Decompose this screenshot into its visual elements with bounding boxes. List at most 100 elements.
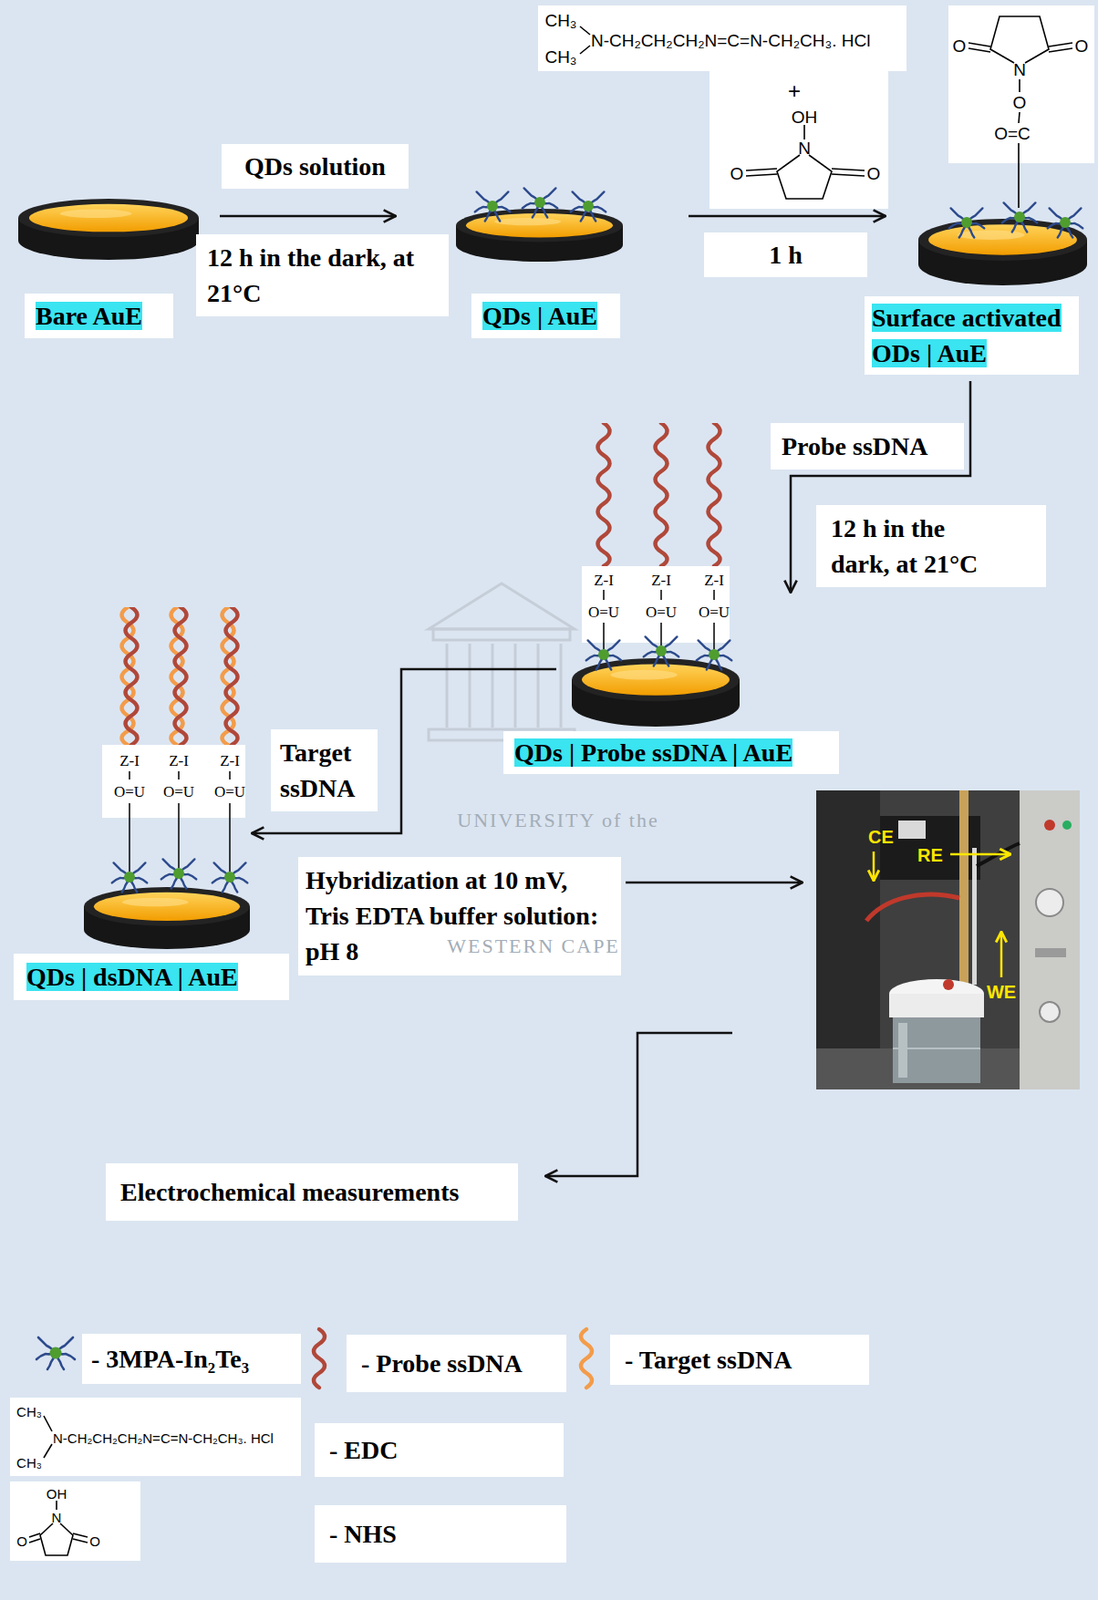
setup-photo	[816, 790, 1080, 1090]
linker-group: Z-I	[593, 572, 614, 589]
chem-atom: O	[1075, 37, 1089, 55]
linker-bond	[603, 590, 715, 601]
step-text: 12 h in the dark, at 21°C	[207, 243, 415, 308]
structure-panel	[538, 5, 907, 72]
step-text: Probe ssDNA	[781, 432, 928, 461]
quantum-dot	[696, 640, 733, 670]
watermark: WESTERN CAPE	[446, 936, 621, 957]
step-text: Surface activated ODs | AuE	[871, 303, 1062, 368]
setup-photo	[889, 994, 985, 1018]
dsdna	[122, 607, 239, 746]
step-box: QDs | AuE	[471, 293, 621, 339]
quantum-dot	[36, 187, 1083, 1370]
linker-group: Z-I	[651, 572, 672, 589]
watermark-logo	[428, 583, 575, 630]
linker-bond	[129, 771, 230, 780]
dsdna	[222, 607, 239, 746]
linker-group: O=U	[163, 784, 195, 800]
chem-atom: OH	[46, 1487, 68, 1502]
quantum-dot	[586, 640, 622, 670]
legend-text: - EDC	[329, 1436, 398, 1465]
dsdna	[122, 607, 138, 746]
chem-atom: O	[730, 165, 745, 183]
quantum-dot	[36, 1337, 75, 1370]
probe-ssdna	[598, 423, 611, 567]
flow-arrow	[688, 215, 886, 218]
setup-photo	[892, 1017, 981, 1084]
structure-panel	[10, 1481, 141, 1562]
chem-atom: N	[797, 139, 811, 157]
setup-photo	[816, 790, 1080, 1090]
chemical-bond	[803, 124, 806, 140]
structure-panel	[10, 5, 1095, 1562]
linker-group: Z-I	[704, 572, 725, 589]
chemical-bond	[745, 168, 777, 177]
setup-photo	[942, 979, 954, 991]
step-box: QDs solution	[221, 144, 409, 189]
gold-electrode	[83, 887, 250, 950]
setup-photo	[892, 1047, 981, 1050]
step-text: 12 h in the dark, at 21°C	[830, 514, 978, 579]
step-box: Surface activated ODs | AuE	[864, 296, 1079, 375]
callout-arrow	[1000, 932, 1004, 978]
step-text: QDs | Probe ssDNA | AuE	[514, 738, 793, 767]
watermark: UNIVERSITY of the	[456, 810, 659, 831]
chem-atom: N-CH₂CH₂CH₂N=C=N-CH₂CH₃. HCl	[590, 31, 871, 50]
step-text: QDs | dsDNA | AuE	[26, 963, 239, 992]
legend-text: - NHS	[329, 1520, 397, 1549]
probe-ssdna	[708, 423, 721, 567]
chemical-bond	[1048, 42, 1073, 52]
linker-bond	[129, 803, 230, 872]
plus-sign: +	[787, 80, 801, 103]
setup-photo	[1039, 1002, 1060, 1023]
chem-atom: O	[952, 37, 967, 55]
linker-group: Z-I	[119, 753, 140, 769]
linker-group: O=U	[214, 784, 246, 800]
step-text: 1 h	[768, 240, 803, 270]
setup-photo	[959, 790, 969, 987]
legend-item: - EDC	[314, 1423, 564, 1478]
watermark-logo	[428, 583, 575, 741]
step-text: Target ssDNA	[279, 738, 355, 803]
setup-photo	[898, 820, 926, 840]
chemical-bond	[72, 1533, 88, 1544]
quantum-dot	[949, 207, 985, 238]
electrode-callout: RE	[917, 846, 943, 865]
quantum-dot	[161, 859, 197, 889]
chem-atom: O	[16, 1534, 28, 1549]
quantum-dot	[212, 862, 249, 892]
chem-atom: O	[89, 1534, 101, 1549]
legend-text: - Target ssDNA	[624, 1346, 793, 1375]
quantum-dot	[643, 636, 680, 666]
chem-atom: N	[1013, 61, 1026, 79]
quantum-dot	[1002, 202, 1038, 232]
quantum-dot	[522, 187, 559, 218]
linker-group: O=U	[113, 784, 146, 800]
legend-item: - NHS	[314, 1505, 567, 1564]
watermark-logo	[433, 629, 570, 641]
probe-ssdna	[655, 423, 668, 567]
chemical-bond	[55, 1501, 58, 1511]
linker-group: O=U	[588, 604, 620, 621]
step-text: Electrochemical measurements	[120, 1178, 459, 1207]
chemical-bond	[831, 168, 865, 177]
legend-text: - Probe ssDNA	[361, 1349, 523, 1378]
step-box: Hybridization at 10 mV, Tris EDTA buffer…	[298, 857, 622, 976]
quantum-dot	[112, 862, 148, 892]
callout-arrow	[873, 851, 1011, 978]
chemical-bond	[968, 42, 991, 52]
structure-panel	[102, 745, 246, 819]
structure-panel	[948, 5, 1095, 164]
setup-photo	[972, 848, 977, 985]
flow-arrow	[219, 215, 396, 218]
quantum-dot	[475, 191, 511, 221]
setup-photo	[1062, 820, 1072, 830]
linker-group: Z-I	[219, 753, 240, 769]
probe-ssdna	[313, 1329, 325, 1389]
linker-bond	[603, 622, 715, 650]
step-box: 12 h in the dark, at 21°C	[196, 234, 449, 317]
chem-atom: O	[1013, 93, 1027, 112]
legend-item: - Probe ssDNA	[346, 1335, 567, 1393]
target-ssdna	[580, 1329, 592, 1389]
electrode-callout: WE	[986, 983, 1016, 1002]
